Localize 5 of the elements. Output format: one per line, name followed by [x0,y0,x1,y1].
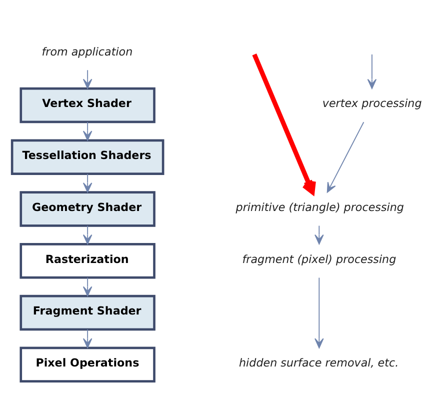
node-text: vertex processing [322,97,422,110]
node-text: fragment (pixel) processing [242,252,396,266]
node-text: hidden surface removal, etc. [239,356,399,370]
node-text: from application [42,45,133,58]
node-text: primitive (triangle) processing [236,200,404,214]
